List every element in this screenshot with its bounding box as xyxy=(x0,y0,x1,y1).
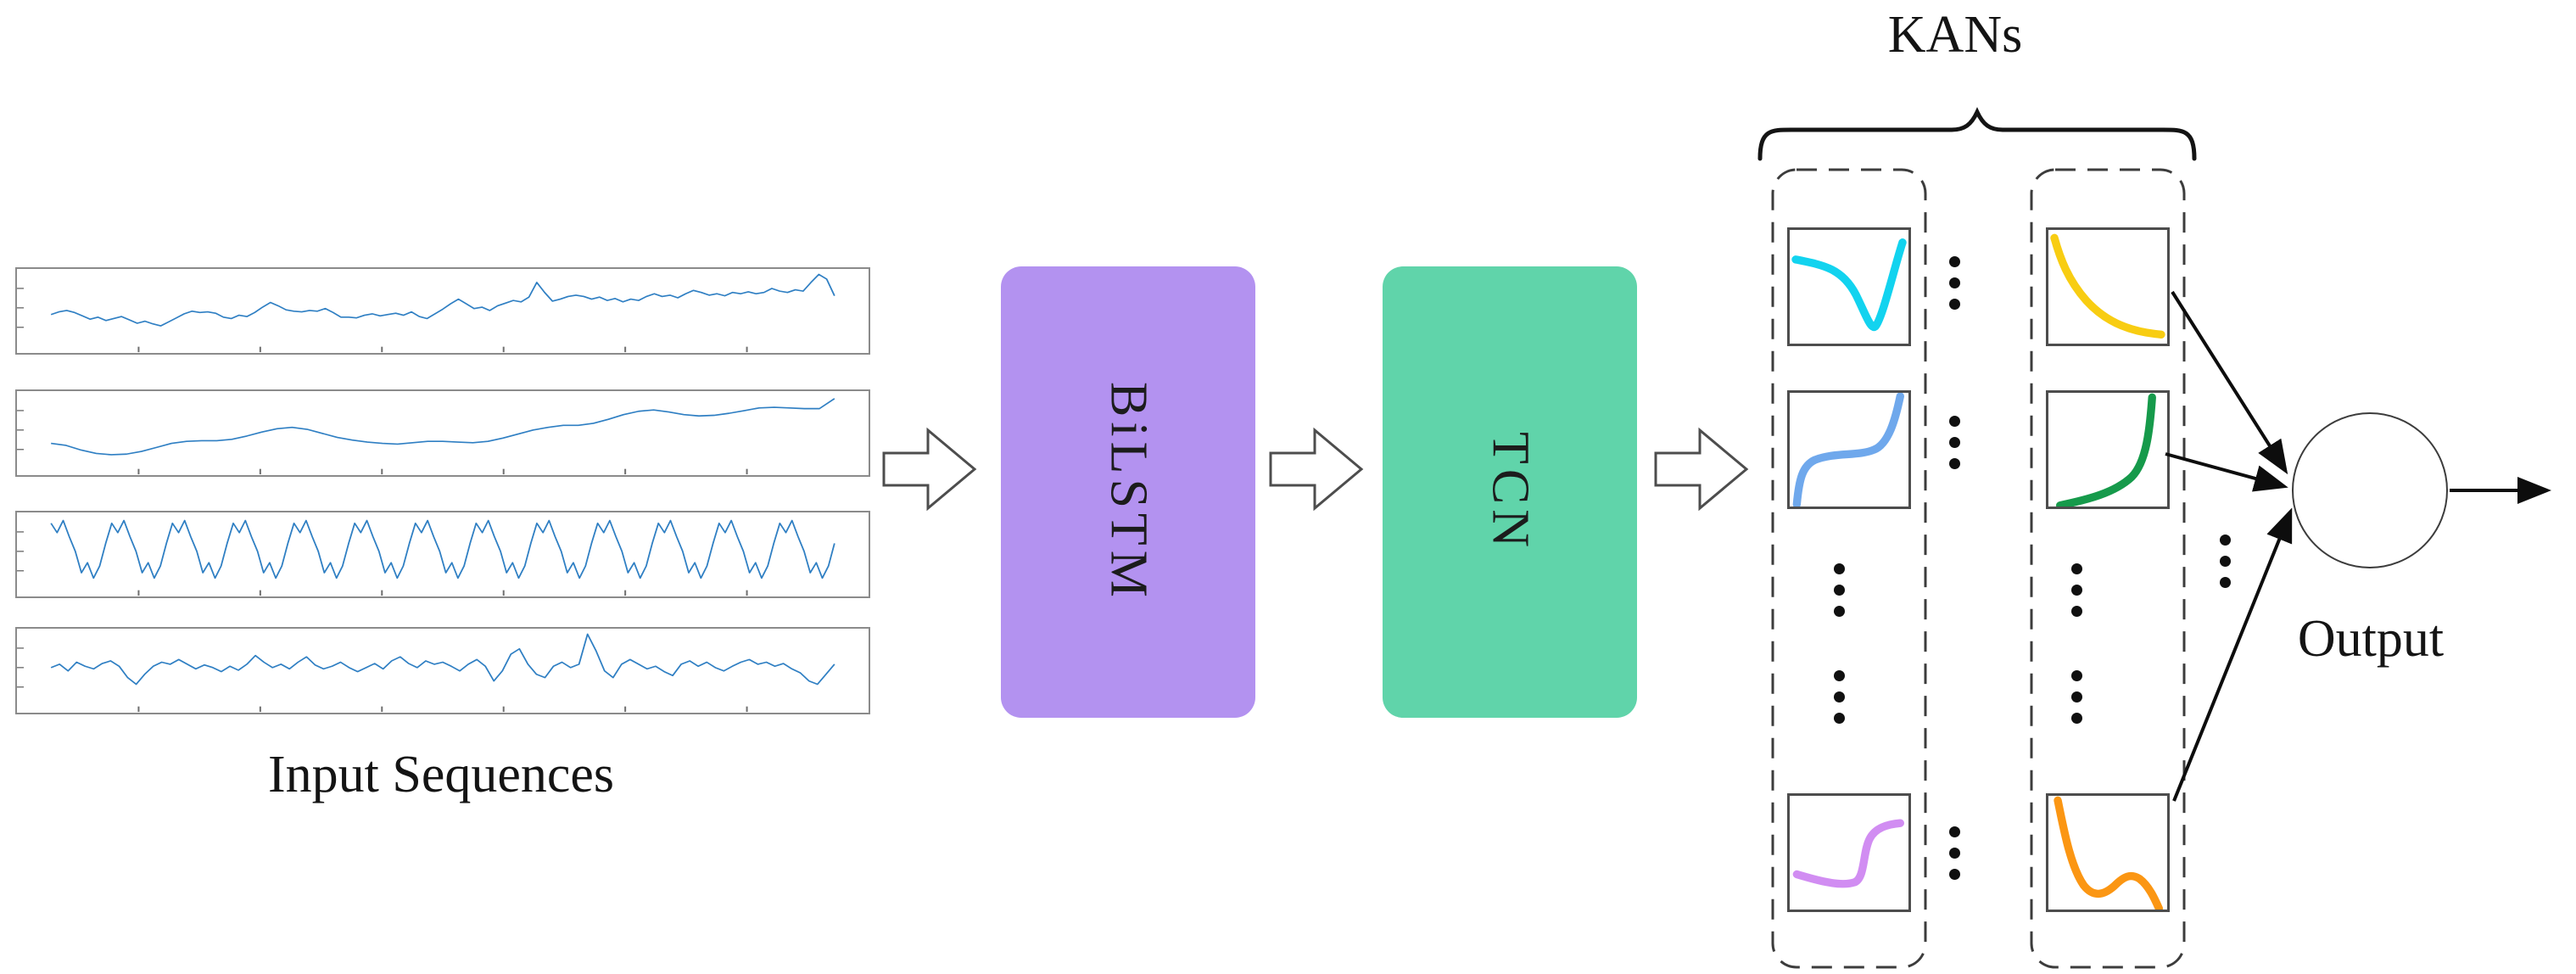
green-curve xyxy=(2056,393,2156,507)
input-sequence-plot-4 xyxy=(15,627,870,714)
tcn-block: TCN xyxy=(1383,266,1637,718)
vertical-ellipsis xyxy=(1948,251,1960,315)
output-label: Output xyxy=(2297,610,2445,668)
input-sequence-plot-2 xyxy=(15,389,870,477)
vertical-ellipsis xyxy=(1833,558,1845,622)
violet-curve xyxy=(1792,819,1904,888)
kan-box-violet xyxy=(1787,793,1911,912)
input-sequence-plot-3 xyxy=(15,511,870,598)
input-sequence-plot-1 xyxy=(15,267,870,355)
input-sequences-label: Input Sequences xyxy=(267,746,615,803)
tcn-label: TCN xyxy=(1481,432,1539,552)
blue-curve xyxy=(1792,393,1904,507)
input-sequence-chart-4 xyxy=(17,633,835,713)
bilstm-block: BiLSTM xyxy=(1001,266,1255,718)
kans-label: KANs xyxy=(1887,6,2023,64)
yellow-curve xyxy=(2050,233,2165,339)
vertical-ellipsis xyxy=(2070,665,2082,729)
kan-box-green xyxy=(2046,390,2170,509)
input-sequence-chart-1 xyxy=(17,273,835,353)
cyan-curve xyxy=(1791,238,1907,332)
vertical-ellipsis xyxy=(1833,665,1845,729)
vertical-ellipsis xyxy=(2070,558,2082,622)
input-sequence-chart-2 xyxy=(17,398,835,475)
flow-arrow-icon xyxy=(1654,427,1749,512)
kan-box-yellow xyxy=(2046,227,2170,346)
input-sequence-chart-3 xyxy=(17,519,835,596)
bilstm-label: BiLSTM xyxy=(1099,382,1158,602)
orange-curve xyxy=(2054,796,2163,910)
vertical-ellipsis xyxy=(1948,821,1960,885)
vertical-ellipsis xyxy=(1948,411,1960,474)
kan-box-blue xyxy=(1787,390,1911,509)
kan-column-1-border xyxy=(1771,168,1927,969)
output-node xyxy=(2292,412,2448,568)
flow-arrow-icon xyxy=(1269,427,1364,512)
kan-box-cyan xyxy=(1787,227,1911,346)
flow-arrow-icon xyxy=(882,427,977,512)
brace-icon xyxy=(1757,107,2197,161)
vertical-ellipsis xyxy=(2219,529,2231,593)
kan-box-orange xyxy=(2046,793,2170,912)
